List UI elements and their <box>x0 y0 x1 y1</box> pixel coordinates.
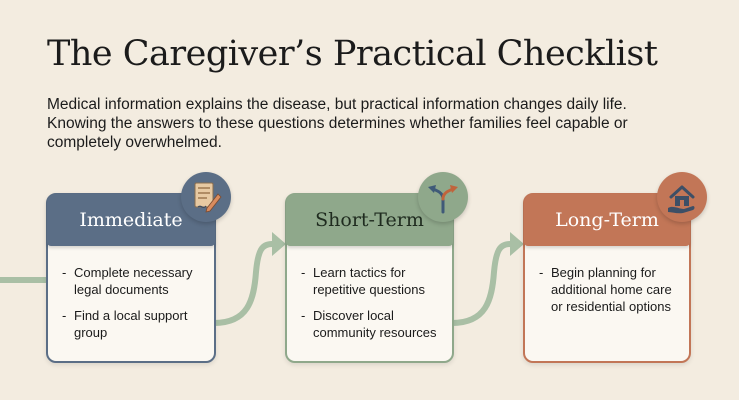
list-item: Begin planning for additional home care … <box>539 264 677 315</box>
card-immediate-title: Immediate <box>79 209 183 231</box>
card-short-term-list: Learn tactics for repetitive questions D… <box>287 246 452 341</box>
card-short-term-title: Short-Term <box>315 209 424 231</box>
list-item: Learn tactics for repetitive questions <box>301 264 440 298</box>
split-arrows-icon <box>418 172 468 222</box>
connector-arrowhead-1 <box>272 232 286 256</box>
card-long-term-list: Begin planning for additional home care … <box>525 246 689 315</box>
connector-arrow-1 <box>211 241 275 326</box>
list-item: Complete necessary legal documents <box>62 264 202 298</box>
connector-arrowhead-2 <box>510 232 524 256</box>
connector-arrow-2 <box>449 241 513 326</box>
intro-text: Medical information explains the disease… <box>47 96 628 151</box>
home-hand-icon <box>657 172 707 222</box>
page-title: The Caregiver’s Practical Checklist <box>47 34 658 74</box>
list-item: Discover local community resources <box>301 307 440 341</box>
list-item: Find a local support group <box>62 307 202 341</box>
card-short-term: Short-Term Learn tactics for repetitive … <box>285 193 454 363</box>
document-pen-icon <box>181 172 231 222</box>
card-long-term-title: Long-Term <box>555 209 659 231</box>
card-immediate-list: Complete necessary legal documents Find … <box>48 246 214 341</box>
